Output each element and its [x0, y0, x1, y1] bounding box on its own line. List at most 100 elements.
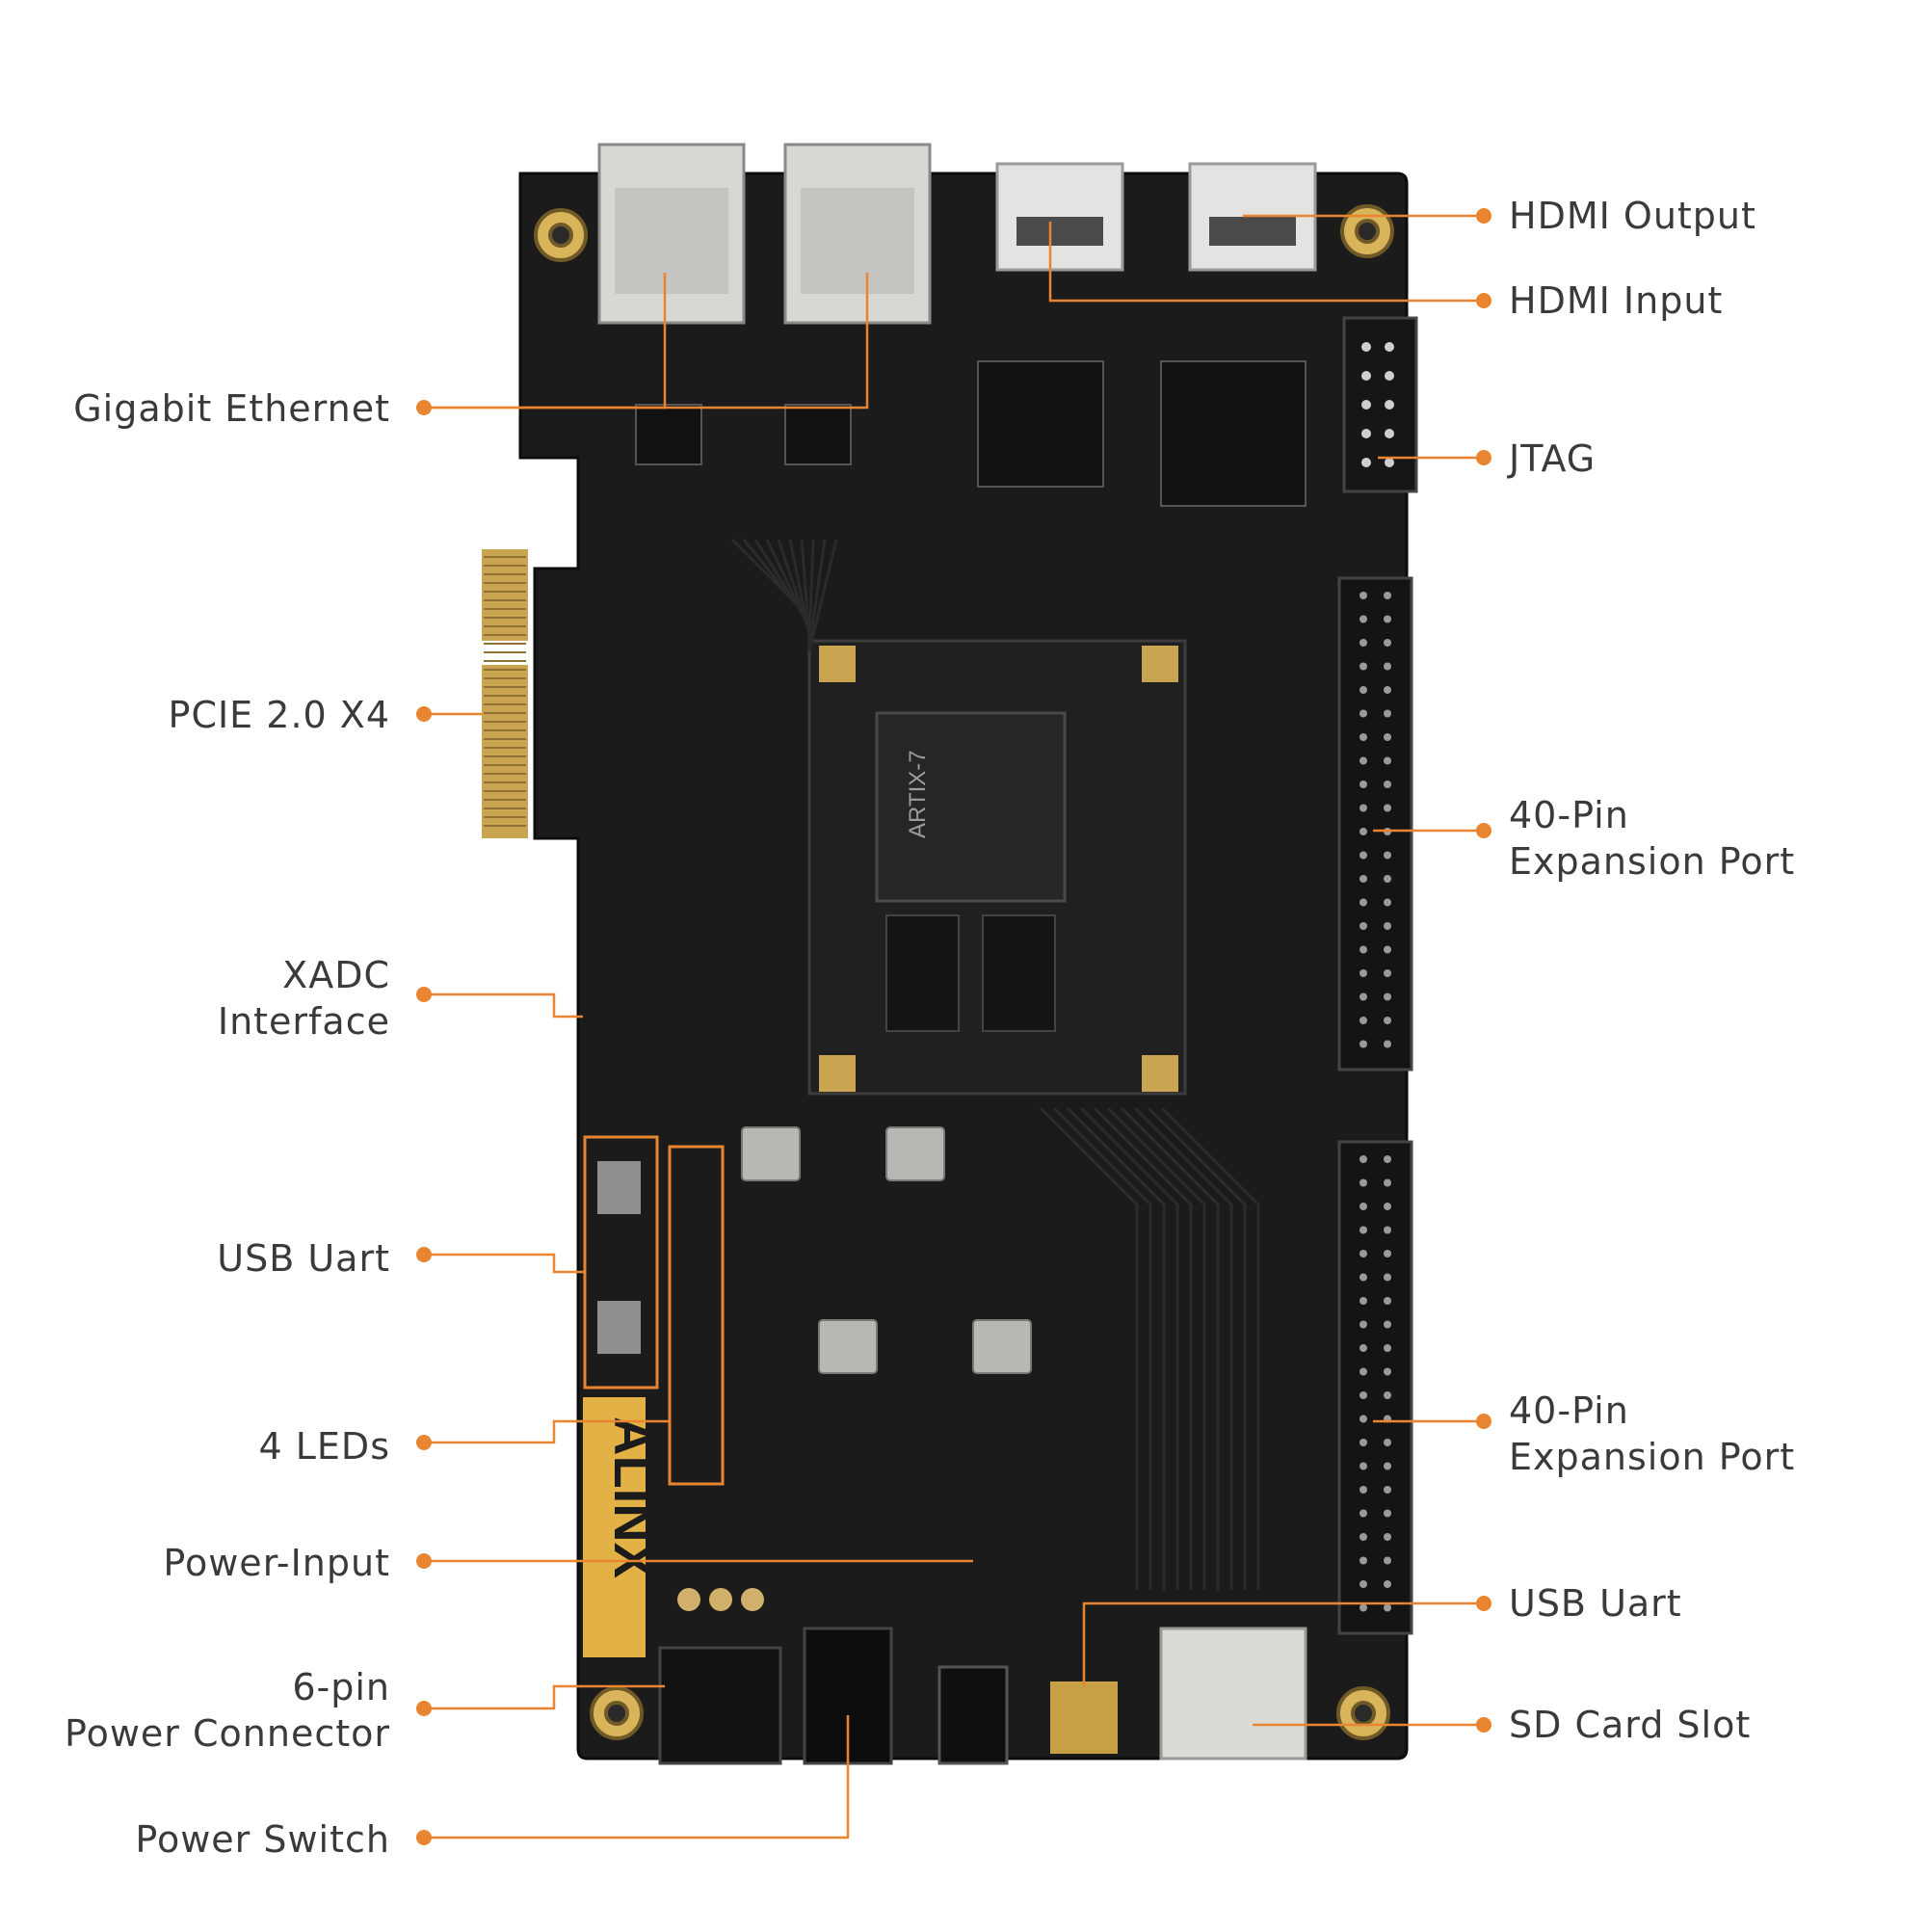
- label-line: Power Connector: [65, 1712, 390, 1755]
- expansion-pin: [1359, 828, 1367, 835]
- trace: [1093, 1106, 1193, 1590]
- expansion-pin: [1384, 1178, 1391, 1187]
- callout-dot: [416, 1247, 432, 1262]
- label-line: XADC: [282, 954, 390, 996]
- expansion-pin: [1384, 1344, 1391, 1352]
- expansion-pin: [1384, 592, 1391, 599]
- expansion-pin: [1384, 639, 1391, 647]
- expansion-pin: [1359, 1556, 1367, 1565]
- expansion-pin: [1359, 781, 1367, 788]
- leader-line: [1048, 222, 1484, 303]
- expansion-pin: [1359, 804, 1367, 812]
- expansion-pin: [1359, 969, 1367, 977]
- trace: [1106, 1106, 1206, 1590]
- label-line: 4 LEDs: [258, 1425, 390, 1468]
- expansion-pin: [1384, 875, 1391, 883]
- expansion-pin: [1359, 1155, 1367, 1163]
- callout-dot: [1476, 208, 1491, 224]
- expansion-pin: [1384, 1533, 1391, 1541]
- expansion-pin: [1384, 1297, 1391, 1305]
- expansion-pin: [1359, 992, 1367, 1001]
- callout-dot: [416, 987, 432, 1002]
- leader-line: [424, 992, 583, 1019]
- expansion-pin: [1359, 1415, 1367, 1423]
- jtag-pin: [1385, 458, 1394, 467]
- expansion-pin: [1359, 1391, 1367, 1399]
- callout-dot: [1476, 823, 1491, 838]
- label-line: Expansion Port: [1509, 840, 1796, 883]
- expansion-pin: [1359, 592, 1367, 599]
- callout-dot: [1476, 1596, 1491, 1611]
- expansion-pin: [1359, 922, 1367, 930]
- label-line: USB Uart: [217, 1237, 390, 1280]
- callout-dot: [416, 1701, 432, 1716]
- expansion-pin: [1384, 898, 1391, 907]
- trace: [807, 539, 815, 645]
- expansion-pin: [1384, 1462, 1391, 1470]
- expansion-pin: [1359, 1297, 1367, 1305]
- expansion-pin: [1359, 709, 1367, 718]
- leader-line: [424, 1253, 585, 1274]
- expansion-pin: [1384, 1273, 1391, 1282]
- expansion-pin: [1359, 1533, 1367, 1541]
- expansion-pin: [1359, 615, 1367, 623]
- leader-line: [424, 1684, 665, 1710]
- label-jtag: JTAG: [1509, 436, 1596, 482]
- label-sd-card-slot: SD Card Slot: [1509, 1702, 1751, 1748]
- trace: [1066, 1106, 1166, 1590]
- expansion-pin: [1359, 662, 1367, 671]
- leader-line: [424, 273, 667, 410]
- expansion-pin: [1359, 1226, 1367, 1234]
- label-line: PCIE 2.0 X4: [168, 694, 390, 736]
- trace: [1079, 1106, 1179, 1590]
- trace: [1147, 1106, 1247, 1590]
- label-line: HDMI Output: [1509, 195, 1756, 237]
- callout-dot: [1476, 1414, 1491, 1429]
- expansion-pin: [1384, 686, 1391, 694]
- expansion-pin: [1359, 1439, 1367, 1446]
- expansion-pin: [1384, 1509, 1391, 1518]
- fpga-chip-marking: ARTIX-7: [905, 750, 931, 838]
- expansion-pin: [1384, 1367, 1391, 1376]
- jtag-pin: [1385, 429, 1394, 438]
- jtag-pin: [1385, 342, 1394, 352]
- jtag-pin: [1385, 371, 1394, 381]
- expansion-pin: [1384, 1603, 1391, 1612]
- leader-line: [424, 1715, 850, 1839]
- callout-dot: [416, 1553, 432, 1569]
- expansion-pin: [1359, 686, 1367, 694]
- expansion-pin: [1384, 1320, 1391, 1329]
- label-hdmi-input: HDMI Input: [1509, 278, 1723, 324]
- callout-dot: [416, 706, 432, 722]
- callout-dot: [1476, 293, 1491, 308]
- expansion-pin: [1384, 756, 1391, 765]
- expansion-pin: [1359, 1603, 1367, 1612]
- callout-dot: [1476, 1717, 1491, 1733]
- expansion-pin: [1359, 1203, 1367, 1210]
- bottom-connectors: [658, 1588, 1307, 1765]
- expansion-pin: [1384, 922, 1391, 930]
- leader-line: [1082, 1601, 1484, 1686]
- top-ics: [635, 360, 1307, 507]
- callout-dot: [416, 1435, 432, 1450]
- expansion-pin: [1359, 1580, 1367, 1588]
- expansion-pin: [1359, 756, 1367, 765]
- expansion-pin: [1384, 1486, 1391, 1494]
- expansion-pin: [1384, 1040, 1391, 1048]
- label-gigabit-ethernet: Gigabit Ethernet: [73, 385, 390, 432]
- expansion-pin: [1384, 1017, 1391, 1024]
- expansion-pin: [1359, 1367, 1367, 1376]
- label-line: 40-Pin: [1509, 794, 1629, 836]
- expansion-pin: [1359, 1017, 1367, 1024]
- trace: [1160, 1106, 1260, 1590]
- trace: [807, 539, 838, 652]
- expansion-pin: [1359, 1320, 1367, 1329]
- ethernet-jacks: [597, 143, 932, 325]
- label-line: 40-Pin: [1509, 1389, 1629, 1432]
- jtag-header: [1342, 316, 1418, 493]
- jtag-pin: [1361, 429, 1371, 438]
- expansion-pin: [1359, 1178, 1367, 1187]
- inductors: [741, 1126, 1032, 1374]
- expansion-pin: [1359, 1250, 1367, 1257]
